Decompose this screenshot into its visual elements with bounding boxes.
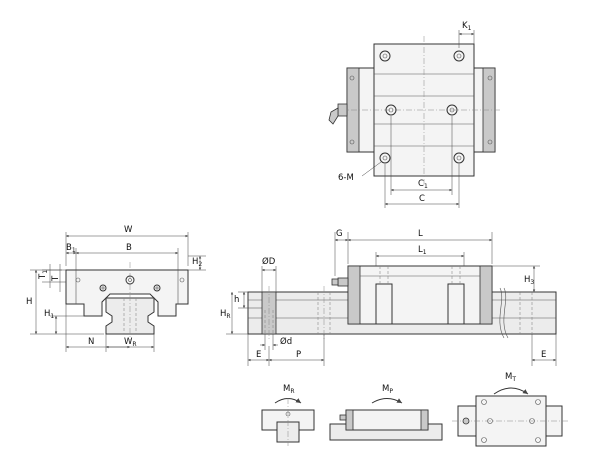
label-h1: H1 — [44, 309, 54, 320]
moment-mt: MT — [452, 372, 568, 447]
top-view: K1 6-M C1 C — [328, 21, 502, 208]
side-carriage — [347, 265, 493, 325]
end-view: W B1 B H2 T1 T H H1 N WR — [26, 225, 206, 352]
label-wr: WR — [124, 337, 137, 348]
label-hr: HR — [220, 309, 231, 320]
label-h2: H2 — [192, 257, 202, 268]
mounting-holes — [379, 50, 465, 164]
label-p: P — [296, 350, 301, 360]
label-e-left: E — [256, 350, 261, 360]
label-mt: MT — [505, 372, 516, 383]
label-n: N — [88, 337, 94, 347]
rail-holes — [261, 286, 533, 340]
label-mp: MP — [382, 384, 393, 395]
label-od-small: Ød — [280, 336, 292, 347]
label-t: T — [51, 275, 61, 282]
side-grease-nipple-icon — [331, 277, 349, 287]
label-e-right: E — [541, 350, 546, 360]
label-t1: T1 — [38, 270, 49, 280]
moment-mp: MP — [329, 384, 443, 441]
label-od-big: ØD — [262, 256, 276, 267]
label-c1: C1 — [418, 179, 428, 190]
label-mr: MR — [283, 384, 295, 395]
cross-screw-icon — [99, 284, 161, 292]
label-h-small: h — [234, 295, 239, 305]
label-b: B — [126, 243, 132, 253]
label-b1: B1 — [66, 243, 76, 254]
label-l: L — [418, 229, 423, 239]
carriage-profile — [65, 269, 189, 317]
label-6m: 6-M — [338, 173, 354, 183]
moment-mr: MR — [261, 384, 315, 446]
label-h: H — [26, 297, 32, 307]
label-l1: L1 — [418, 245, 427, 256]
label-w: W — [124, 225, 133, 235]
label-g: G — [336, 229, 343, 239]
label-h3: H3 — [524, 275, 534, 286]
side-view: G L L1 H3 ØD h HR Ød — [220, 229, 557, 366]
label-c: C — [419, 194, 425, 204]
label-k1: K1 — [462, 21, 472, 32]
grease-nipple-icon — [328, 103, 348, 125]
